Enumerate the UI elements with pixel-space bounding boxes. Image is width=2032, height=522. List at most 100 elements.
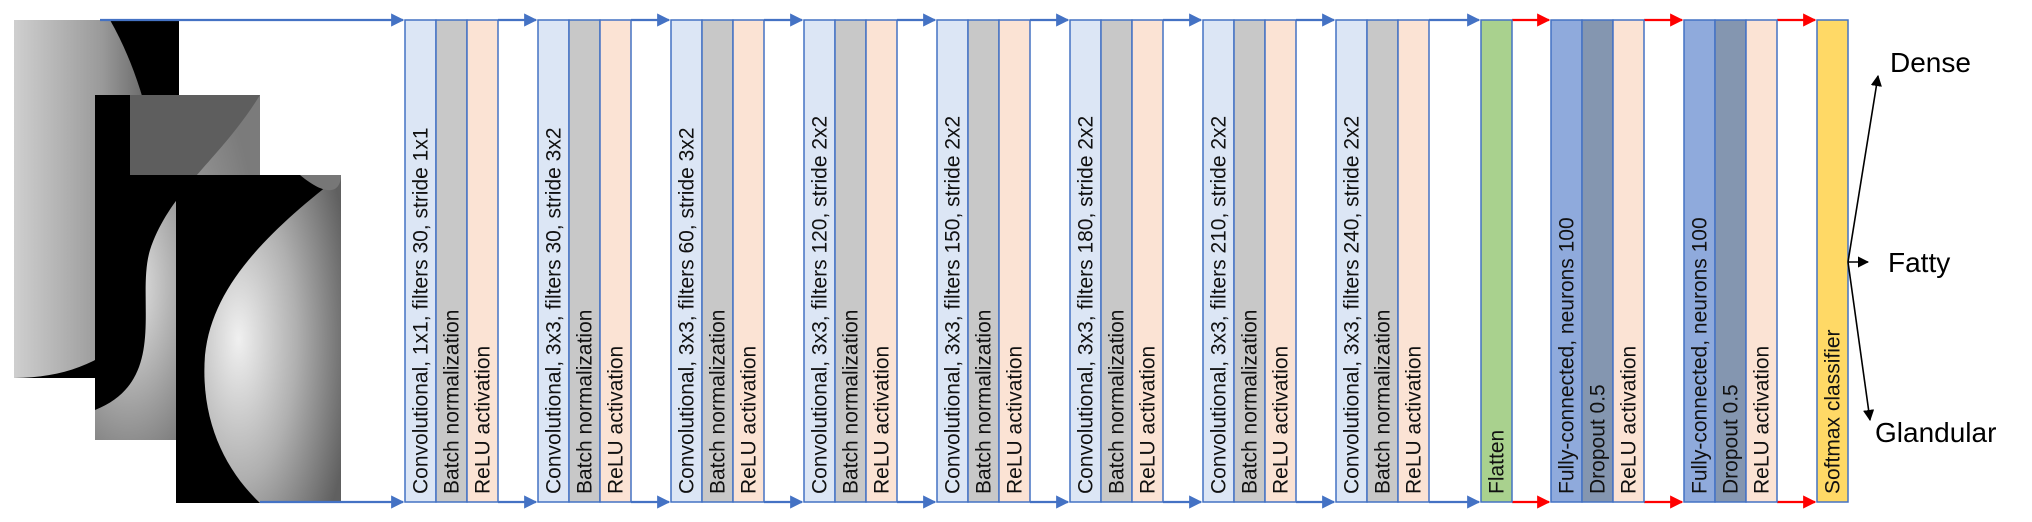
conv-layer-8-box — [1335, 19, 1368, 503]
relu-layer-4-box — [865, 19, 898, 503]
relu-layer-3: ReLU activation — [732, 19, 765, 503]
batchnorm-layer-6-box — [1100, 19, 1133, 503]
softmax-layer-box — [1816, 19, 1849, 503]
output-arrow-glandular — [1847, 261, 1875, 422]
flatten-layer-label: Flatten — [1486, 430, 1509, 494]
fc-relu-layer-2-box — [1745, 19, 1778, 503]
relu-layer-6: ReLU activation — [1131, 19, 1164, 503]
layer-stack: Convolutional, 1x1, filters 30, stride 1… — [404, 19, 1849, 503]
conv-layer-2-label: Convolutional, 3x3, filters 30, stride 3… — [543, 127, 566, 494]
batchnorm-layer-2-box — [568, 19, 601, 503]
relu-layer-7: ReLU activation — [1264, 19, 1297, 503]
relu-layer-5-label: ReLU activation — [1004, 346, 1027, 494]
fc-layer-1: Fully-connected, neurons 100 — [1550, 19, 1583, 503]
conv-layer-7-label: Convolutional, 3x3, filters 210, stride … — [1208, 116, 1231, 494]
batchnorm-layer-8: Batch normalization — [1366, 19, 1399, 503]
batchnorm-layer-3-label: Batch normalization — [707, 310, 730, 494]
batchnorm-layer-1: Batch normalization — [435, 19, 468, 503]
softmax-layer-label: Softmax classifier — [1822, 329, 1845, 494]
batchnorm-layer-8-label: Batch normalization — [1372, 310, 1395, 494]
batchnorm-layer-4-box — [834, 19, 867, 503]
conv-layer-4: Convolutional, 3x3, filters 120, stride … — [803, 19, 836, 503]
batchnorm-layer-4: Batch normalization — [834, 19, 867, 503]
conv-layer-6-box — [1069, 19, 1102, 503]
batchnorm-layer-2-label: Batch normalization — [574, 310, 597, 494]
relu-layer-7-box — [1264, 19, 1297, 503]
relu-layer-5: ReLU activation — [998, 19, 1031, 503]
conv-layer-1: Convolutional, 1x1, filters 30, stride 1… — [404, 19, 437, 503]
batchnorm-layer-1-label: Batch normalization — [441, 310, 464, 494]
conv-layer-8-label: Convolutional, 3x3, filters 240, stride … — [1341, 116, 1364, 494]
conv-layer-1-label: Convolutional, 1x1, filters 30, stride 1… — [410, 127, 433, 494]
relu-layer-1-label: ReLU activation — [472, 346, 495, 494]
fc-layer-1-label: Fully-connected, neurons 100 — [1556, 217, 1579, 494]
conv-layer-3: Convolutional, 3x3, filters 60, stride 3… — [670, 19, 703, 503]
fc-relu-layer-1-box — [1612, 19, 1645, 503]
relu-layer-2-box — [599, 19, 632, 503]
batchnorm-layer-2: Batch normalization — [568, 19, 601, 503]
output-arrow-dense — [1847, 74, 1882, 263]
flatten-layer-box — [1480, 19, 1513, 503]
batchnorm-layer-5-label: Batch normalization — [973, 310, 996, 494]
relu-layer-3-label: ReLU activation — [738, 346, 761, 494]
relu-layer-7-label: ReLU activation — [1270, 346, 1293, 494]
relu-layer-4: ReLU activation — [865, 19, 898, 503]
relu-layer-1: ReLU activation — [466, 19, 499, 503]
relu-layer-8: ReLU activation — [1397, 19, 1430, 503]
batchnorm-layer-5-box — [967, 19, 1000, 503]
batchnorm-layer-7-box — [1233, 19, 1266, 503]
conv-layer-1-box — [404, 19, 437, 503]
conv-layer-4-label: Convolutional, 3x3, filters 120, stride … — [809, 116, 832, 494]
fc-relu-layer-1: ReLU activation — [1612, 19, 1645, 503]
relu-layer-8-label: ReLU activation — [1403, 346, 1426, 494]
relu-layer-3-box — [732, 19, 765, 503]
batchnorm-layer-7-label: Batch normalization — [1239, 310, 1262, 494]
output-label-fatty: Fatty — [1888, 247, 1950, 278]
conv-layer-7: Convolutional, 3x3, filters 210, stride … — [1202, 19, 1235, 503]
flatten-layer: Flatten — [1480, 19, 1513, 503]
fc-layer-2-box — [1683, 19, 1716, 503]
relu-layer-2-label: ReLU activation — [605, 346, 628, 494]
conv-layer-5: Convolutional, 3x3, filters 150, stride … — [936, 19, 969, 503]
output-label-glandular: Glandular — [1875, 417, 1996, 448]
fc-layer-2-label: Fully-connected, neurons 100 — [1689, 217, 1712, 494]
relu-layer-2: ReLU activation — [599, 19, 632, 503]
fc-relu-layer-2: ReLU activation — [1745, 19, 1778, 503]
softmax-layer: Softmax classifier — [1816, 19, 1849, 503]
conv-layer-8: Convolutional, 3x3, filters 240, stride … — [1335, 19, 1368, 503]
relu-layer-1-box — [466, 19, 499, 503]
conv-layer-6-label: Convolutional, 3x3, filters 180, stride … — [1075, 116, 1098, 494]
dropout-layer-1-box — [1581, 19, 1614, 503]
fc-relu-layer-2-label: ReLU activation — [1751, 346, 1774, 494]
relu-layer-5-box — [998, 19, 1031, 503]
output-label-dense: Dense — [1890, 47, 1971, 78]
batchnorm-layer-6: Batch normalization — [1100, 19, 1133, 503]
dropout-layer-2: Dropout 0.5 — [1714, 19, 1747, 503]
conv-layer-7-box — [1202, 19, 1235, 503]
batchnorm-layer-3: Batch normalization — [701, 19, 734, 503]
dropout-layer-1: Dropout 0.5 — [1581, 19, 1614, 503]
connector-arrows — [100, 13, 1817, 509]
dropout-layer-1-label: Dropout 0.5 — [1587, 384, 1610, 494]
relu-layer-6-label: ReLU activation — [1137, 346, 1160, 494]
relu-layer-6-box — [1131, 19, 1164, 503]
conv-layer-5-box — [936, 19, 969, 503]
conv-layer-4-box — [803, 19, 836, 503]
conv-layer-6: Convolutional, 3x3, filters 180, stride … — [1069, 19, 1102, 503]
mammogram-image-3 — [176, 175, 341, 503]
batchnorm-layer-6-label: Batch normalization — [1106, 310, 1129, 494]
input-images — [14, 20, 341, 503]
fc-relu-layer-1-label: ReLU activation — [1618, 346, 1641, 494]
fc-layer-2: Fully-connected, neurons 100 — [1683, 19, 1716, 503]
conv-layer-2-box — [537, 19, 570, 503]
conv-layer-3-label: Convolutional, 3x3, filters 60, stride 3… — [676, 127, 699, 494]
relu-layer-8-box — [1397, 19, 1430, 503]
batchnorm-layer-5: Batch normalization — [967, 19, 1000, 503]
dropout-layer-2-label: Dropout 0.5 — [1720, 384, 1743, 494]
batchnorm-layer-1-box — [435, 19, 468, 503]
batchnorm-layer-4-label: Batch normalization — [840, 310, 863, 494]
batchnorm-layer-7: Batch normalization — [1233, 19, 1266, 503]
relu-layer-4-label: ReLU activation — [871, 346, 894, 494]
